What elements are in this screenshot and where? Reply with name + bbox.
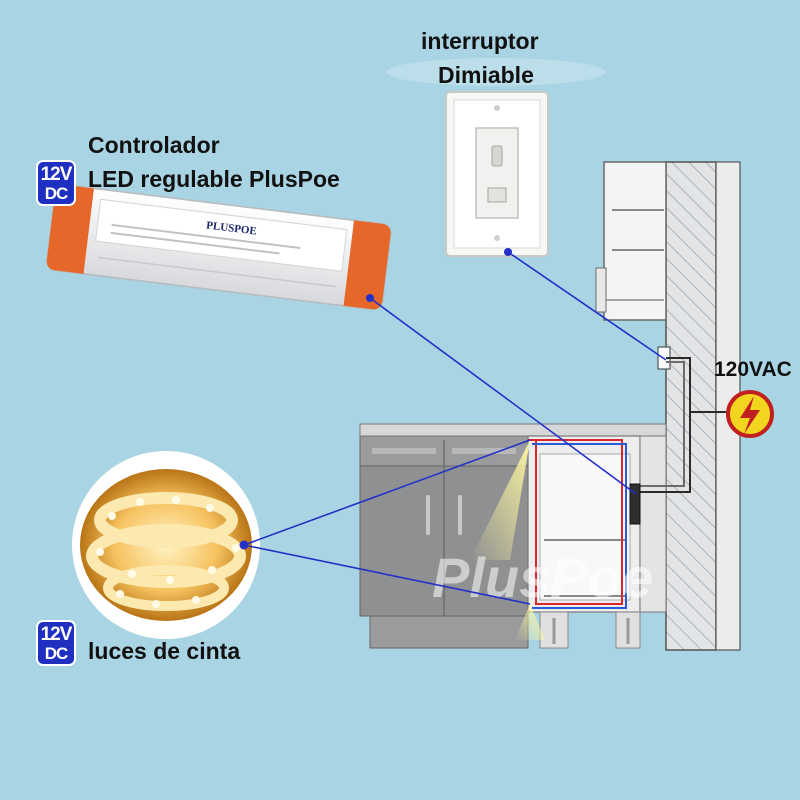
- dimmer-switch: [386, 58, 606, 257]
- connector-dots: [239, 248, 512, 550]
- countertop: [359, 423, 667, 437]
- installed-driver: [629, 483, 641, 525]
- led-tape-light: [72, 451, 260, 639]
- controller-label-line2: LED regulable PlusPoe: [88, 166, 340, 192]
- badge-voltage: 12V: [40, 623, 73, 645]
- badge-voltage: 12V: [40, 163, 73, 185]
- controller-label-line1: Controlador: [88, 132, 220, 158]
- watermark: PlusPoe: [432, 546, 653, 609]
- light-beam-top: [470, 440, 530, 560]
- cabinet-interior: [527, 435, 667, 649]
- controller-12vdc-badge: 12V DC: [36, 160, 76, 206]
- switch-label-line2: Dimiable: [438, 62, 534, 88]
- switch-label-line1: interruptor: [421, 28, 539, 54]
- badge-current-type: DC: [44, 643, 69, 663]
- upper-cabinet: [595, 161, 667, 321]
- voltage-hazard-icon: [726, 390, 774, 438]
- wall: [665, 161, 741, 651]
- tape-lights-label: luces de cinta: [88, 638, 241, 664]
- led-driver: PLUSPOE: [46, 184, 392, 310]
- light-beam-bottom: [515, 604, 545, 640]
- tape-12vdc-badge: 12V DC: [36, 620, 76, 666]
- connector-lines: [243, 251, 667, 605]
- badge-current-type: DC: [44, 183, 69, 203]
- wiring: [528, 357, 745, 609]
- voltage-label: 120VAC: [714, 358, 792, 381]
